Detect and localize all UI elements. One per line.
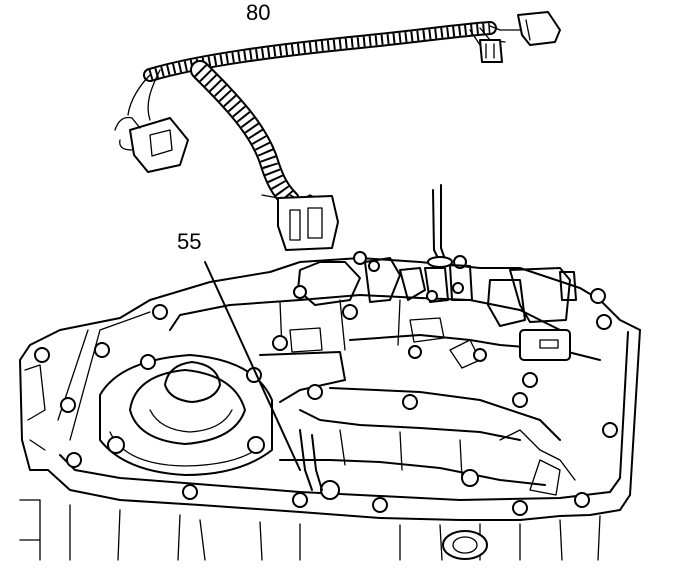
callout-80: 80 xyxy=(246,0,271,25)
leader-line-55 xyxy=(204,261,301,471)
wiring-harness xyxy=(114,11,561,251)
pan-bolts xyxy=(34,251,618,516)
transmission-case xyxy=(19,257,641,561)
callout-55: 55 xyxy=(177,229,202,254)
valve-body xyxy=(169,184,601,500)
accumulator-cover xyxy=(99,354,273,476)
